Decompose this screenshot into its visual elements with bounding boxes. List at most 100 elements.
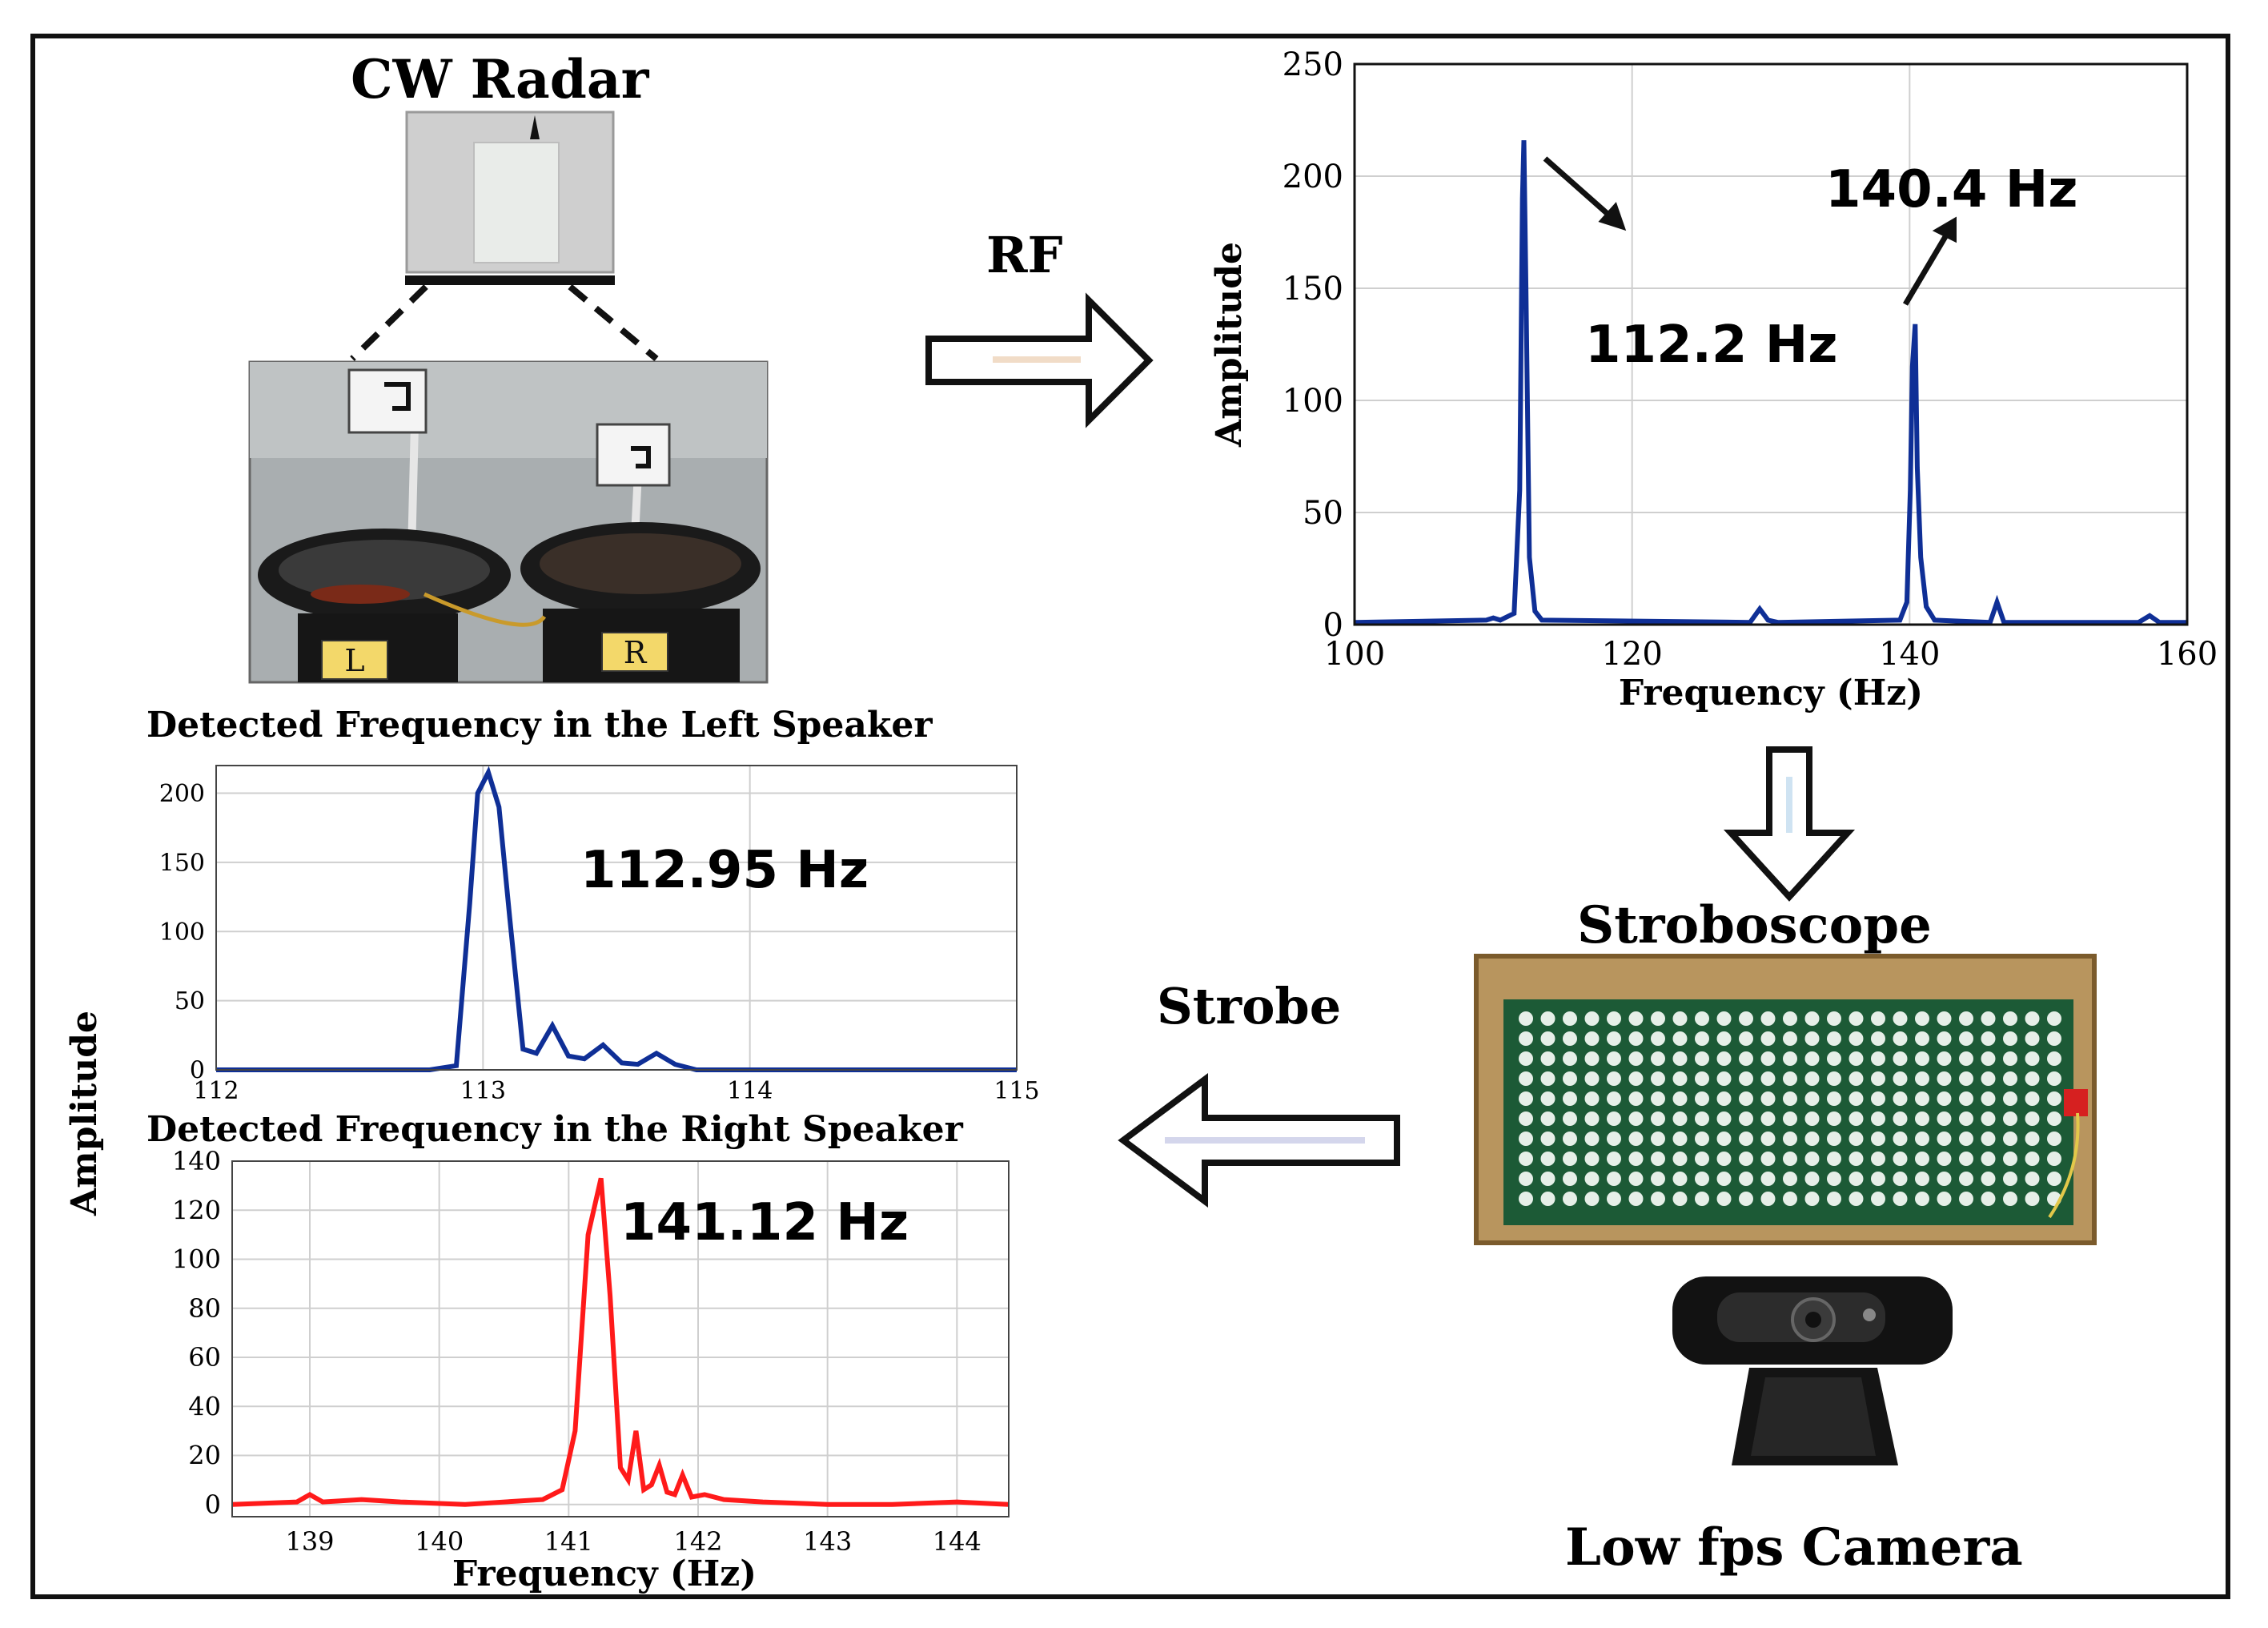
led-dot	[1540, 1152, 1555, 1166]
led-dot	[1915, 1011, 1929, 1026]
led-dot	[2003, 1152, 2017, 1166]
led-dot	[1871, 1192, 1885, 1206]
peak-label-left: 112.95 Hz	[580, 841, 869, 900]
left-chart-title: Detected Frequency in the Left Speaker	[147, 705, 933, 746]
right-ytick-label: 140	[172, 1146, 221, 1176]
led-dot	[1804, 1172, 1820, 1186]
led-dot	[1716, 1132, 1732, 1146]
led-dot	[1783, 1152, 1797, 1166]
led-dot	[1540, 1192, 1555, 1206]
led-dot	[2003, 1111, 2017, 1126]
led-dot	[1827, 1051, 1841, 1066]
led-dot	[1716, 1111, 1732, 1126]
led-dot	[1893, 1031, 1908, 1046]
led-dot	[1760, 1192, 1776, 1206]
led-dot	[1959, 1011, 1973, 1026]
led-dot	[1893, 1051, 1908, 1066]
led-dot	[1695, 1091, 1709, 1106]
led-dot	[1739, 1011, 1753, 1026]
led-dot	[1563, 1031, 1577, 1046]
led-dot	[1849, 1111, 1864, 1126]
svg-text:Amplitude: Amplitude	[64, 1011, 105, 1216]
led-dot	[1584, 1192, 1600, 1206]
led-dot	[1981, 1132, 1996, 1146]
led-dot	[1849, 1051, 1864, 1066]
led-dot	[2047, 1051, 2061, 1066]
spectrum-xlabel: Frequency (Hz)	[1619, 673, 1923, 714]
led-dot	[1804, 1091, 1820, 1106]
led-dot	[1584, 1011, 1600, 1026]
led-dot	[1937, 1071, 1952, 1086]
led-dot	[1672, 1091, 1688, 1106]
led-dot	[1540, 1111, 1555, 1126]
led-dot	[2047, 1031, 2061, 1046]
led-dot	[1628, 1172, 1644, 1186]
led-dot	[1628, 1011, 1644, 1026]
led-dot	[1959, 1132, 1973, 1146]
led-dot	[1672, 1152, 1688, 1166]
led-dot	[1915, 1111, 1929, 1126]
spec-ytick-label: 250	[1283, 46, 1343, 83]
led-dot	[1981, 1051, 1996, 1066]
led-dot	[1739, 1172, 1753, 1186]
led-dot	[1804, 1152, 1820, 1166]
speaker-right-icon: R	[520, 423, 761, 682]
led-dot	[1760, 1071, 1776, 1086]
led-dot	[1959, 1172, 1973, 1186]
led-dot	[1672, 1031, 1688, 1046]
led-dot	[1607, 1152, 1621, 1166]
led-dot	[1959, 1192, 1973, 1206]
led-dot	[1607, 1192, 1621, 1206]
led-dot	[1607, 1132, 1621, 1146]
led-dot	[1563, 1132, 1577, 1146]
led-dot	[2025, 1091, 2040, 1106]
led-dot	[1871, 1152, 1885, 1166]
spec-xtick-label: 100	[1324, 636, 1385, 673]
led-dot	[1804, 1192, 1820, 1206]
led-dot	[1760, 1111, 1776, 1126]
radar-title: CW Radar	[351, 48, 649, 111]
led-dot	[2047, 1071, 2061, 1086]
led-dot	[1519, 1091, 1533, 1106]
led-dot	[1959, 1152, 1973, 1166]
led-dot	[1915, 1031, 1929, 1046]
led-dot	[1937, 1152, 1952, 1166]
led-dot	[1695, 1031, 1709, 1046]
led-dot	[1628, 1071, 1644, 1086]
led-dot	[1739, 1152, 1753, 1166]
led-dot	[2025, 1071, 2040, 1086]
led-dot	[2003, 1051, 2017, 1066]
led-dot	[1893, 1091, 1908, 1106]
led-dot	[1937, 1091, 1952, 1106]
led-dot	[1783, 1172, 1797, 1186]
led-dot	[1540, 1071, 1555, 1086]
led-dot	[1695, 1152, 1709, 1166]
led-dot	[1937, 1132, 1952, 1146]
led-dot	[1937, 1011, 1952, 1026]
led-dot	[1893, 1192, 1908, 1206]
led-dot	[1584, 1091, 1600, 1106]
led-dot	[1959, 1111, 1973, 1126]
led-dot	[1849, 1031, 1864, 1046]
led-dot	[2003, 1071, 2017, 1086]
led-dot	[1849, 1011, 1864, 1026]
led-dot	[1540, 1132, 1555, 1146]
led-dot	[1716, 1031, 1732, 1046]
led-dot	[1981, 1192, 1996, 1206]
led-dot	[1739, 1192, 1753, 1206]
led-dot	[1607, 1031, 1621, 1046]
led-dot	[1804, 1011, 1820, 1026]
led-dot	[1893, 1172, 1908, 1186]
led-dot	[1628, 1111, 1644, 1126]
led-dot	[1849, 1192, 1864, 1206]
radar-module-icon	[405, 111, 615, 285]
led-dot	[1519, 1172, 1533, 1186]
arrow-right-icon	[925, 292, 1154, 428]
led-dot	[1871, 1011, 1885, 1026]
led-dot	[1804, 1031, 1820, 1046]
led-dot	[1760, 1051, 1776, 1066]
right-xtick-label: 139	[285, 1526, 334, 1557]
led-dot	[1651, 1031, 1665, 1046]
led-dot	[1893, 1071, 1908, 1086]
